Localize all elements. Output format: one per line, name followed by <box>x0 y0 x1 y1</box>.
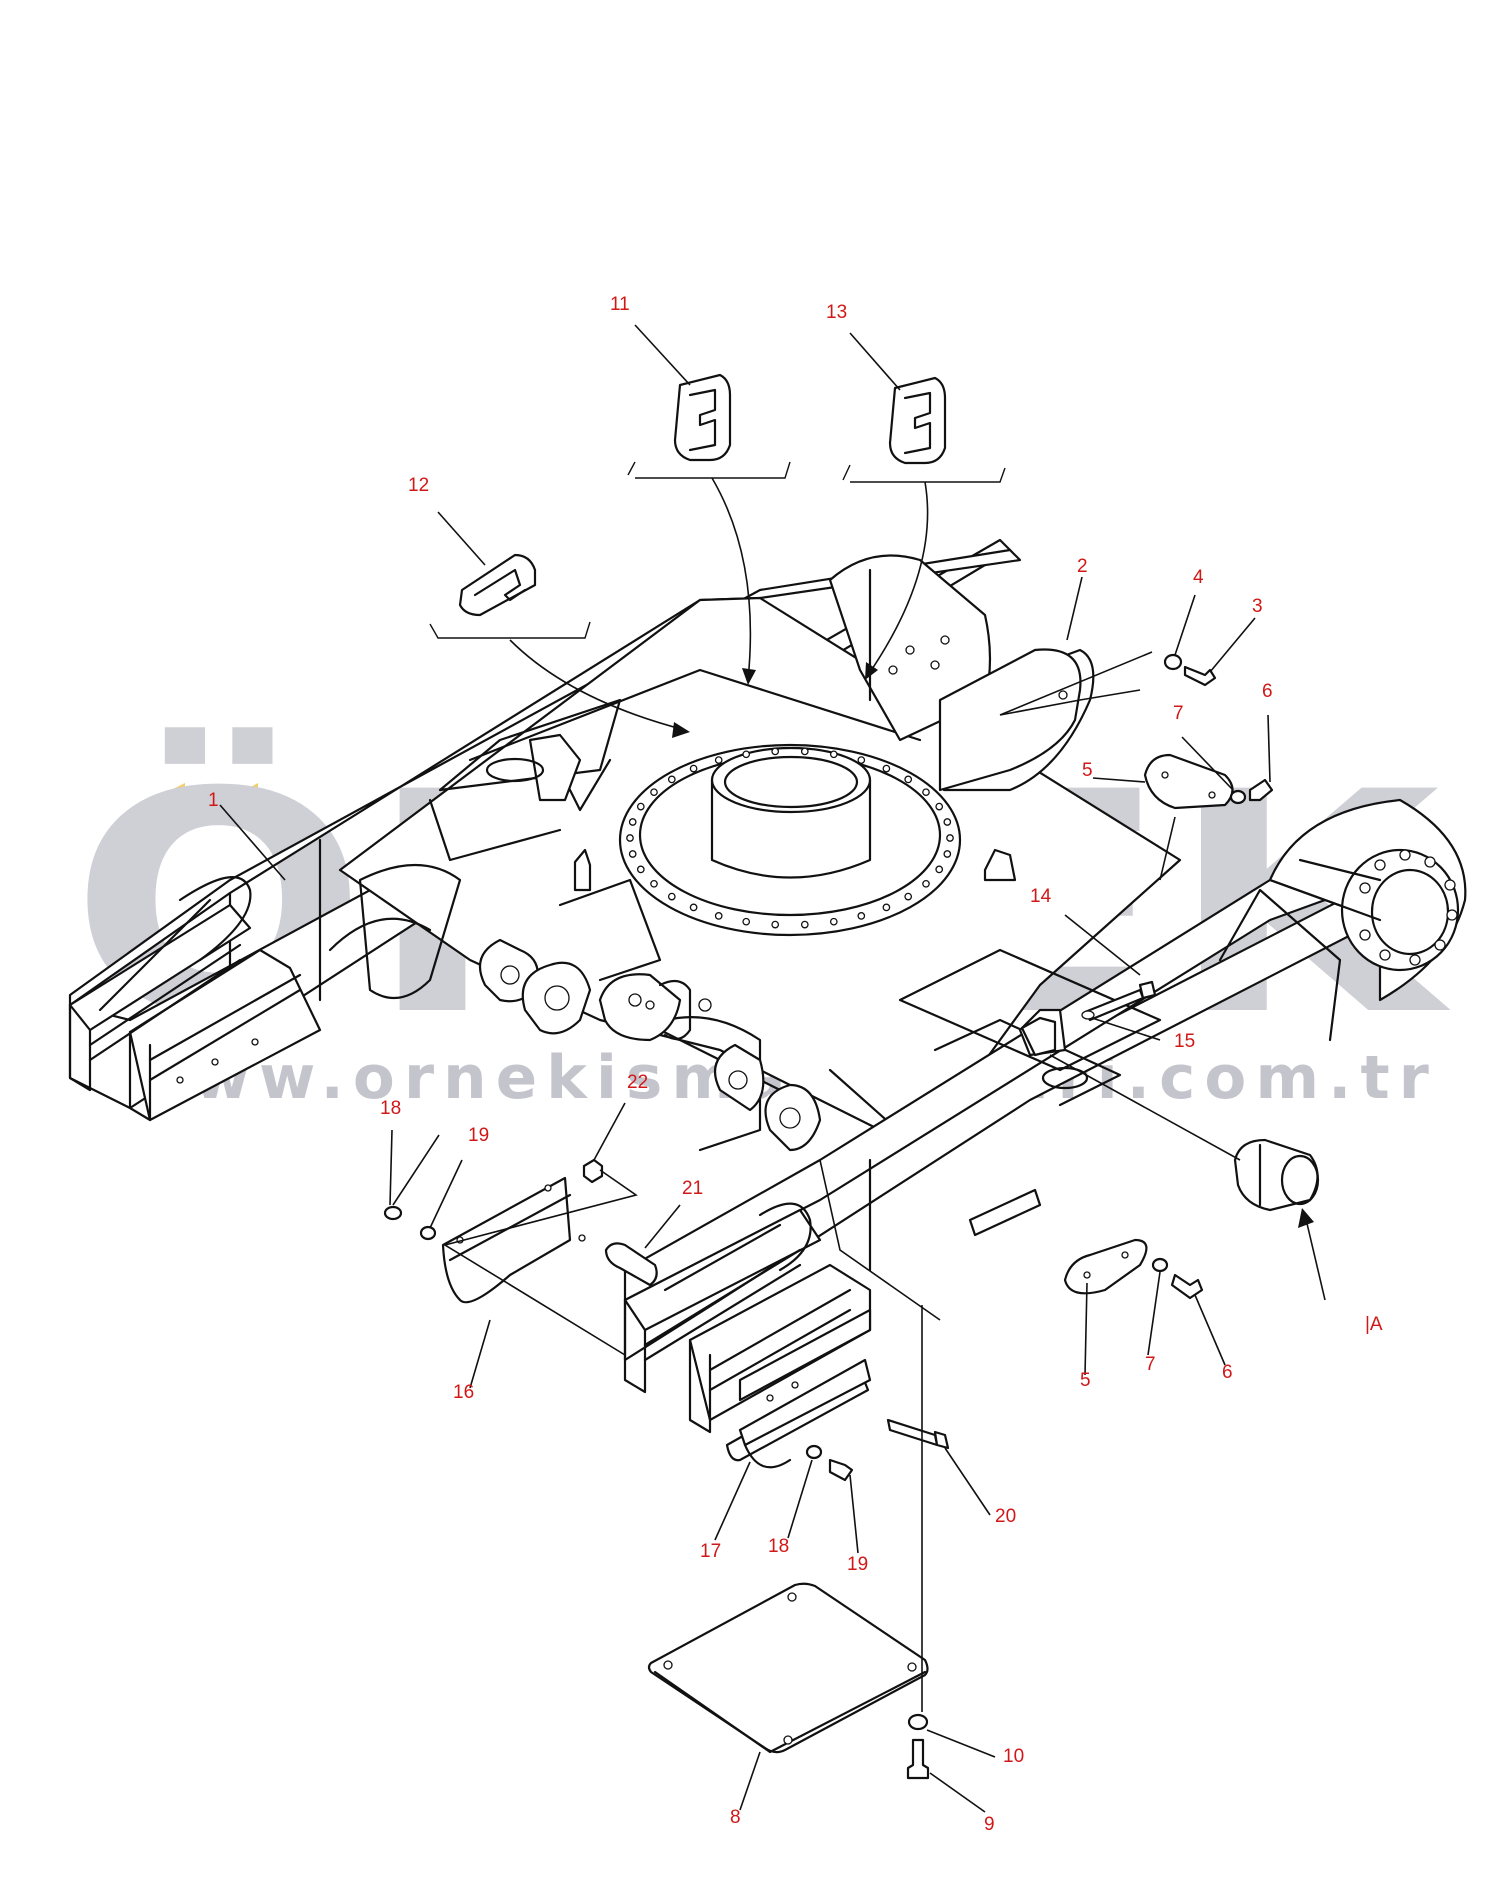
part-5-cover-lower <box>1063 1238 1148 1295</box>
bearing-bolt-hole <box>771 747 780 756</box>
bearing-bolt-hole <box>628 850 637 858</box>
leader-lines <box>219 324 1326 1813</box>
callout-6-lower: 6 <box>1222 1362 1233 1383</box>
bearing-bolt-hole <box>628 818 637 826</box>
callout-7-lower: 7 <box>1145 1354 1156 1375</box>
callout-19-right: 19 <box>847 1554 868 1575</box>
bearing-bolt-hole <box>943 818 952 826</box>
callout-13: 13 <box>826 302 847 323</box>
part-21-pin <box>604 1242 658 1287</box>
bearing-bolt-hole <box>935 865 944 874</box>
bearing-bolt-hole <box>922 879 930 888</box>
callout-7-upper: 7 <box>1173 703 1184 724</box>
bearing-bolt-hole <box>742 750 751 759</box>
callout-5-upper: 5 <box>1082 760 1093 781</box>
bearing-bolt-hole <box>882 903 891 912</box>
bearing-bolt-hole <box>904 892 913 901</box>
part-20-bolt <box>886 1418 950 1450</box>
bearing-bolt-hole <box>714 912 723 920</box>
part-17-guard <box>725 1358 872 1469</box>
swing-bearing <box>618 743 962 937</box>
watermark-accent-left <box>135 783 185 808</box>
part-5-cover-upper <box>1143 753 1234 810</box>
part-12-c-pad <box>458 553 537 617</box>
callout-A: |A <box>1365 1314 1383 1335</box>
bearing-bolt-hole <box>882 764 891 773</box>
part-A-roller <box>1233 1138 1320 1212</box>
bearing-bolt-hole <box>636 802 645 811</box>
bearing-bolt-hole <box>800 920 809 929</box>
bearing-bolt-hole <box>650 788 658 797</box>
bearing-bolt-hole <box>667 892 676 901</box>
callout-12: 12 <box>408 475 429 496</box>
callout-20: 20 <box>995 1506 1016 1527</box>
callout-10: 10 <box>1003 1746 1024 1767</box>
bearing-bolt-hole <box>943 850 952 858</box>
part-11-c-pad <box>673 373 732 462</box>
bearing-bolt-hole <box>667 775 676 784</box>
bearing-bolt-hole <box>800 747 809 756</box>
part-15-bracket <box>1020 1010 1095 1057</box>
bearing-bolt-hole <box>742 917 751 926</box>
pivot-lugs <box>478 848 1017 1152</box>
bearing-bolt-hole <box>626 834 634 842</box>
part-2-plate <box>938 648 1082 792</box>
bearing-bolt-hole <box>935 802 944 811</box>
callout-6-upper: 6 <box>1262 681 1273 702</box>
bearing-bolt-hole <box>829 917 838 926</box>
callout-17: 17 <box>700 1541 721 1562</box>
bearing-bolt-hole <box>650 879 658 888</box>
callout-2: 2 <box>1077 556 1088 577</box>
bearing-bolt-hole <box>689 903 698 912</box>
callout-16: 16 <box>453 1382 474 1403</box>
part-8-bottom-plate <box>647 1582 929 1754</box>
watermark-accent-right <box>210 783 258 808</box>
part-18-19-right <box>805 1444 854 1482</box>
bearing-bolt-hole <box>714 756 723 764</box>
callout-18-left: 18 <box>380 1098 401 1119</box>
bearing-bolt-hole <box>689 764 698 773</box>
part-22-nut <box>582 1158 604 1184</box>
bearing-bolt-hole <box>857 912 866 920</box>
callout-19-left: 19 <box>468 1125 489 1146</box>
bearing-bolt-hole <box>829 750 838 759</box>
part-3-4-bolt-washer <box>1163 653 1217 687</box>
bearing-bolt-hole <box>636 865 645 874</box>
callout-11: 11 <box>610 294 630 315</box>
part-9-10-bolt <box>906 1713 930 1780</box>
bearing-bolt-hole <box>922 788 930 797</box>
bearing-bolt-hole <box>946 834 954 842</box>
callout-5-lower: 5 <box>1080 1370 1091 1391</box>
part-6-7-bolt-washer-lower <box>1151 1257 1204 1300</box>
bearing-bolt-hole <box>904 775 913 784</box>
callout-3: 3 <box>1252 596 1263 617</box>
callout-14: 14 <box>1030 886 1052 907</box>
callout-18-right: 18 <box>768 1536 789 1557</box>
callout-labels: 1 2 3 4 5 5 6 6 7 7 8 9 10 11 12 13 14 1… <box>208 294 1383 1835</box>
frame-drawing: 1 2 3 4 5 5 6 6 7 7 8 9 10 11 12 13 14 1… <box>68 294 1467 1835</box>
bearing-bolt-hole <box>771 920 780 929</box>
callout-21: 21 <box>682 1178 703 1199</box>
callout-1: 1 <box>208 790 219 811</box>
part-13-c-pad <box>888 376 947 465</box>
callout-4: 4 <box>1193 567 1204 588</box>
callout-8: 8 <box>730 1807 741 1828</box>
front-track-frame <box>485 733 1467 1434</box>
bearing-bolt-hole <box>857 756 866 764</box>
callout-22: 22 <box>627 1072 648 1093</box>
part-18-19-left <box>383 1205 437 1241</box>
callout-9: 9 <box>984 1814 995 1835</box>
part-6-7-bolt-washer-upper <box>1229 778 1274 805</box>
callout-15: 15 <box>1174 1031 1195 1052</box>
